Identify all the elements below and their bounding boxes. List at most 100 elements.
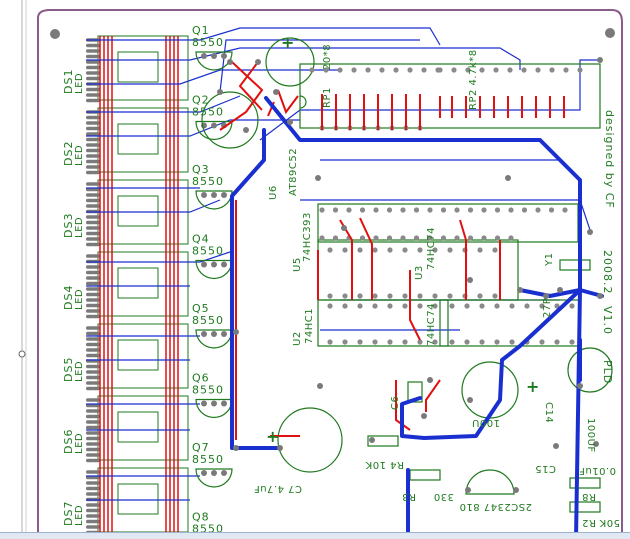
display-pin	[86, 137, 94, 142]
display-pin	[86, 115, 94, 120]
rp1-pad	[407, 67, 413, 73]
display-pin	[86, 314, 94, 319]
display-pin	[92, 220, 100, 225]
mcu-pad	[454, 207, 460, 213]
display-pin	[86, 154, 94, 158]
display-type: LED	[74, 433, 85, 454]
display-pin	[86, 121, 94, 125]
display-pin	[92, 126, 100, 131]
display-pin	[92, 337, 100, 341]
rp1-pad	[379, 67, 385, 73]
transistor-pin	[221, 470, 227, 476]
mcu-pad	[413, 207, 420, 213]
via-pad	[513, 487, 519, 493]
bottom-traces-left	[99, 36, 179, 532]
u5-pad	[357, 293, 363, 299]
transistor-pin	[211, 400, 217, 407]
rp2-pad	[549, 67, 555, 73]
transistor-ref: Q7	[192, 441, 210, 454]
u2-pad	[342, 303, 348, 309]
display-pin	[92, 182, 100, 186]
u2-pad	[372, 303, 378, 309]
pld-label: PLD	[601, 360, 614, 384]
rp2-pad	[437, 67, 443, 73]
display-pin	[92, 132, 100, 136]
bottom-traces	[219, 61, 565, 440]
display-pin	[86, 270, 94, 275]
display-pin	[92, 159, 100, 164]
display-pin	[92, 281, 100, 286]
display-pin	[92, 492, 100, 496]
mcu-pad	[386, 207, 393, 213]
display-ref: DS7	[62, 501, 75, 526]
mounting-hole	[605, 28, 615, 38]
u3-pad	[479, 303, 485, 309]
transistor-pin	[211, 53, 217, 59]
r3-value: 330	[433, 491, 454, 502]
version-label: V1.0	[601, 306, 614, 335]
transistor-pin	[221, 331, 227, 337]
via-pad	[217, 89, 223, 95]
mcu-pad	[440, 235, 447, 241]
display-pin	[86, 425, 94, 430]
c14-label: C14	[543, 402, 554, 423]
display-pin	[86, 242, 94, 247]
rp2-pad	[465, 67, 471, 73]
display-pin	[86, 431, 94, 435]
display-pin	[86, 514, 94, 518]
via-pad	[597, 57, 603, 63]
via-pad	[233, 445, 239, 451]
mcu-pad	[332, 235, 339, 241]
transistor-pin	[221, 400, 227, 407]
r4-label: R4 10K	[365, 459, 404, 470]
u5-pad	[492, 247, 498, 253]
u2-pad	[387, 303, 393, 309]
transistor-pin	[211, 192, 217, 198]
mcu-pad	[562, 207, 568, 213]
display-type: LED	[74, 505, 85, 526]
u2-pad	[342, 339, 348, 345]
via-pad	[277, 445, 283, 451]
mcu-pad	[346, 207, 352, 213]
mcu-pad	[481, 207, 487, 213]
status-bar	[0, 532, 630, 539]
mcu-pad	[332, 207, 339, 213]
display-pin	[92, 409, 100, 413]
transistor-part: 8550	[192, 175, 224, 188]
display-pin	[86, 54, 94, 59]
transistor-part: 8550	[192, 245, 224, 258]
polarity-plus-c14: +	[526, 377, 539, 396]
u3-pad	[479, 339, 485, 345]
transistor-pin	[211, 122, 217, 129]
display-pin	[92, 481, 100, 485]
display-pin	[92, 436, 100, 441]
display-pin	[92, 525, 100, 529]
u5-pad	[447, 293, 453, 299]
display-pin	[86, 43, 94, 48]
via-pad	[467, 397, 473, 403]
display-pin	[86, 220, 94, 225]
display-pin	[86, 276, 94, 280]
display-pin	[92, 148, 100, 153]
top-traces-left	[86, 27, 600, 501]
u5-pad	[387, 293, 393, 299]
display-pin	[92, 237, 100, 241]
u5-pad	[447, 247, 453, 253]
display-pin	[92, 215, 100, 219]
display-pin	[86, 98, 94, 103]
display-pin	[86, 231, 94, 236]
splitter-handle[interactable]	[18, 350, 26, 358]
display-type: LED	[74, 145, 85, 166]
mcu-pad	[467, 207, 474, 213]
mcu-pad	[400, 235, 406, 241]
u3-pad	[449, 303, 455, 309]
via-pad	[577, 383, 583, 389]
u3-label: U3	[414, 265, 425, 280]
mcu-pad	[481, 235, 487, 241]
display-pin	[86, 281, 94, 286]
display-ref: DS1	[62, 69, 75, 94]
display-pin	[86, 165, 94, 169]
mcu-pad	[319, 207, 325, 213]
